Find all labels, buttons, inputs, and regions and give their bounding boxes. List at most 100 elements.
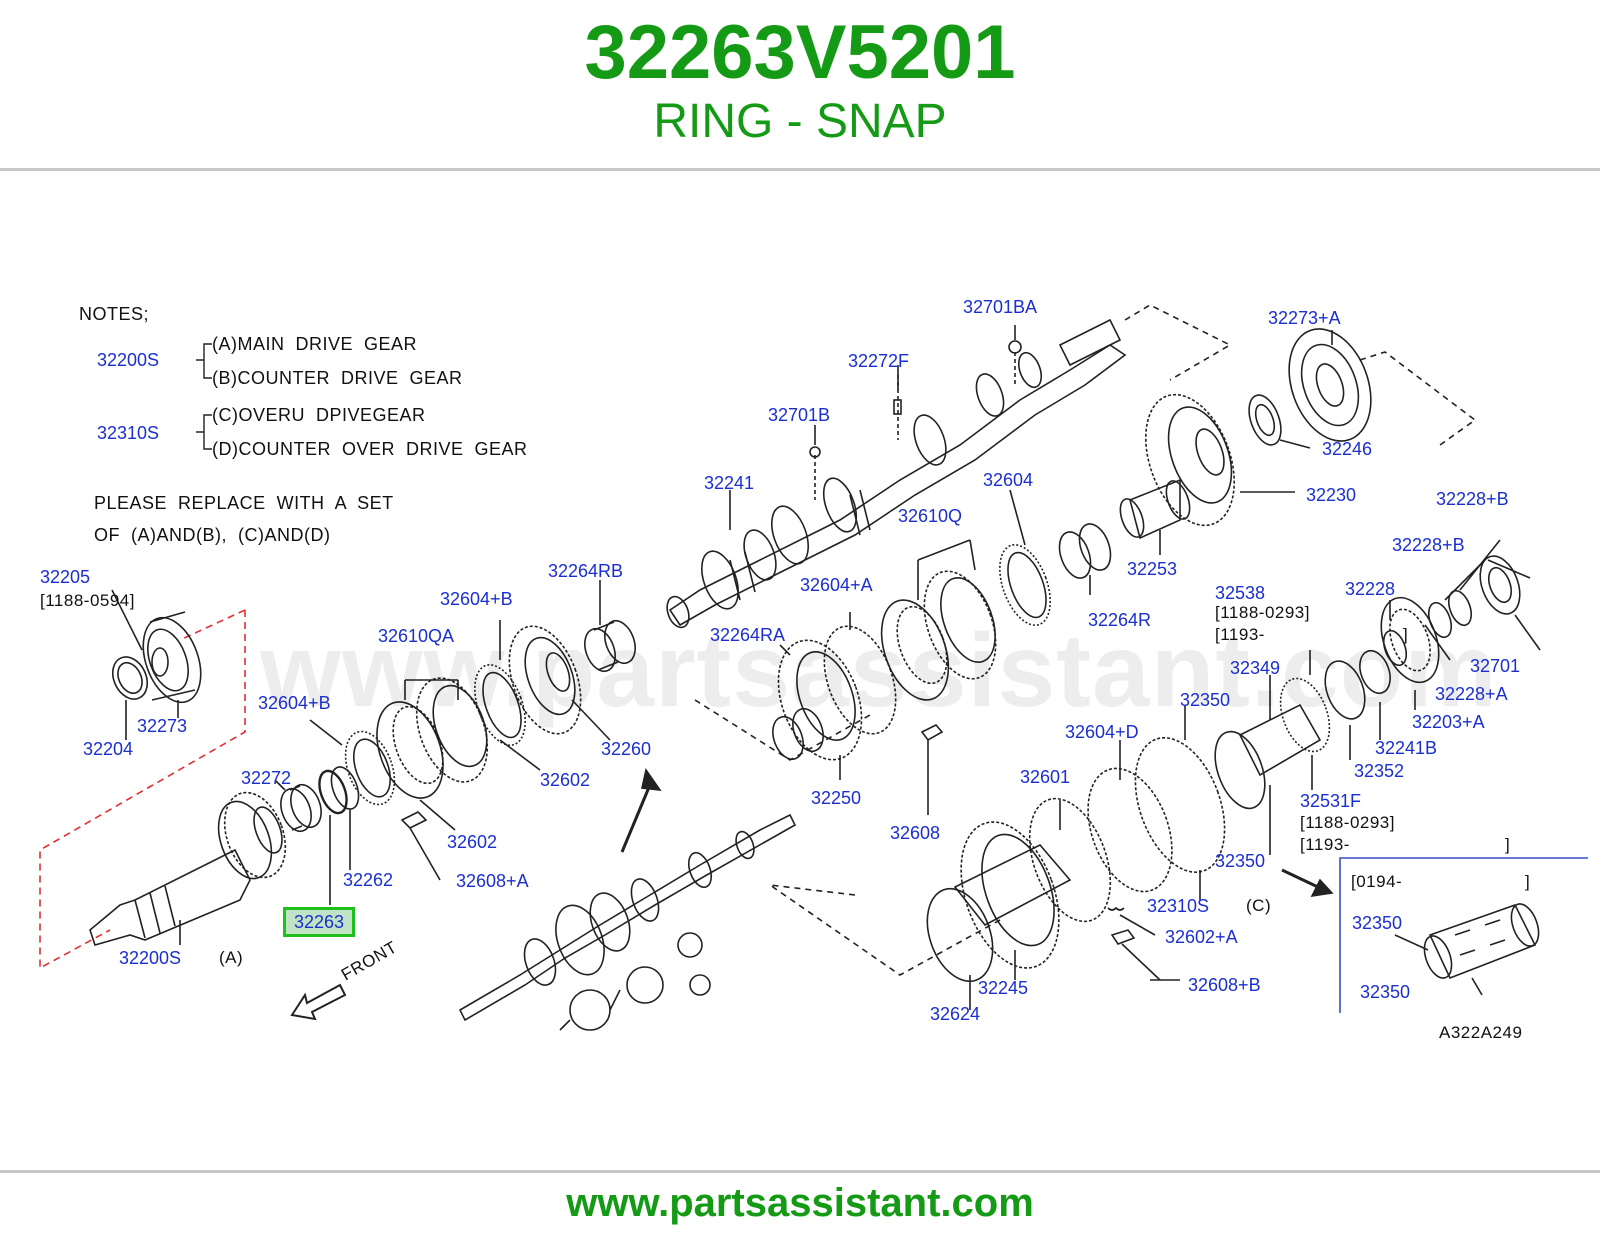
sync-ring-32604B-left [344,730,396,806]
nut-32701 [1479,555,1531,615]
label-32205[interactable]: 32205 [40,567,91,587]
notes-group1-b: (B)COUNTER DRIVE GEAR [212,368,463,388]
label-detail-range: [0194- [1351,872,1403,891]
label-32263-highlighted[interactable]: 32263 [283,907,355,937]
label-32610Q[interactable]: 32610Q [898,506,963,526]
label-32264R[interactable]: 32264R [1088,610,1152,630]
part-name-subtitle: RING - SNAP [653,95,947,148]
label-32205-range: [1188-0594] [40,591,135,610]
mainshaft-32241 [666,318,1127,629]
front-arrow [290,983,347,1021]
arrow-detail [1281,868,1321,890]
footer-url[interactable]: www.partsassistant.com [566,1181,1034,1225]
label-32604B-top[interactable]: 32604+B [440,589,513,609]
label-32701[interactable]: 32701 [1470,656,1521,676]
needle-bearing-32264R [1058,523,1112,579]
label-32200S[interactable]: 32200S [119,948,182,968]
label-32272[interactable]: 32272 [241,768,292,788]
bearing-32273 [142,611,202,704]
label-32246[interactable]: 32246 [1322,439,1373,459]
label-32701BA[interactable]: 32701BA [963,297,1038,317]
header-divider [0,168,1600,171]
part-number-title: 32263V5201 [584,10,1016,95]
key-32608A [400,811,428,829]
label-32531F[interactable]: 32531F [1300,791,1362,811]
sync-ring-32604 [999,544,1051,626]
label-32604A[interactable]: 32604+A [800,575,873,595]
seal-32246 [1248,394,1282,446]
label-32349[interactable]: 32349 [1230,658,1281,678]
label-32228[interactable]: 32228 [1345,579,1396,599]
label-32264RA[interactable]: 32264RA [710,625,786,645]
label-32241[interactable]: 32241 [704,473,755,493]
label-32608[interactable]: 32608 [890,823,941,843]
label-32602-a[interactable]: 32602 [447,832,498,852]
arrow-up [620,779,654,853]
label-32250[interactable]: 32250 [811,788,862,808]
label-32608B[interactable]: 32608+B [1188,975,1261,995]
notes-replace-line1: PLEASE REPLACE WITH A SET [94,493,394,513]
label-32350-d[interactable]: 32350 [1360,982,1411,1002]
label-32604D[interactable]: 32604+D [1065,722,1139,742]
sleeve-32350-detail [1423,903,1540,980]
label-32272F[interactable]: 32272F [848,351,910,371]
label-32350-c[interactable]: 32350 [1352,913,1403,933]
label-32604[interactable]: 32604 [983,470,1034,490]
label-32604B-left[interactable]: 32604+B [258,693,331,713]
needle-bearing-32264RB [584,619,636,673]
label-32228B-1[interactable]: 32228+B [1436,489,1509,509]
label-32273A[interactable]: 32273+A [1268,308,1341,328]
notes-group2-d: (D)COUNTER OVER DRIVE GEAR [212,439,528,459]
label-32352[interactable]: 32352 [1354,761,1405,781]
label-32538-range1: [1188-0293] [1215,603,1310,622]
key-32608 [920,724,944,742]
label-32531F-range2-end: ] [1505,835,1511,854]
gear-32260 [508,625,582,735]
notes-group2-code[interactable]: 32310S [97,423,160,443]
label-32228B-2[interactable]: 32228+B [1392,535,1465,555]
notes-group1-a: (A)MAIN DRIVE GEAR [212,334,418,354]
label-32538-range2-end: ] [1403,625,1409,644]
footer-divider [0,1170,1600,1173]
label-32602-b[interactable]: 32602 [540,770,591,790]
label-32601[interactable]: 32601 [1020,767,1071,787]
label-32350-b[interactable]: 32350 [1215,851,1266,871]
label-32701B[interactable]: 32701B [768,405,831,425]
notes-group1-code[interactable]: 32200S [97,350,160,370]
label-32350-a[interactable]: 32350 [1180,690,1231,710]
label-detail-range-end: ] [1525,872,1531,891]
detail-bracket [1339,857,1588,1013]
countershaft-32310S [926,649,1391,983]
label-32203A[interactable]: 32203+A [1412,712,1485,732]
label-32602A[interactable]: 32602+A [1165,927,1238,947]
label-32204[interactable]: 32204 [83,739,134,759]
snap-ring-32263 [318,769,348,815]
label-32624[interactable]: 32624 [930,1004,981,1024]
label-32262[interactable]: 32262 [343,870,394,890]
label-A: (A) [219,948,244,967]
label-32228A[interactable]: 32228+A [1435,684,1508,704]
label-32273[interactable]: 32273 [137,716,188,736]
label-32608A[interactable]: 32608+A [456,871,529,891]
label-32264RB[interactable]: 32264RB [548,561,624,581]
label-32610QA[interactable]: 32610QA [378,626,455,646]
figure-code: A322A249 [1439,1023,1523,1042]
label-32310S[interactable]: 32310S [1147,896,1210,916]
label-32531F-range1: [1188-0293] [1300,813,1395,832]
collar-32253 [1119,478,1191,540]
needle-bearing-32264RA [772,707,824,761]
hub-32610Q [880,570,997,701]
label-32230[interactable]: 32230 [1306,485,1357,505]
label-C: (C) [1246,896,1272,915]
notes-group2-c: (C)OVERU DPIVEGEAR [212,405,426,425]
label-32260[interactable]: 32260 [601,739,652,759]
label-32253[interactable]: 32253 [1127,559,1178,579]
label-32241B[interactable]: 32241B [1375,738,1438,758]
snap-ring-32204 [111,656,149,700]
notes-title: NOTES; [79,304,150,324]
label-32531F-range2: [1193- [1300,835,1350,854]
label-32538[interactable]: 32538 [1215,583,1266,603]
label-32245[interactable]: 32245 [978,978,1029,998]
